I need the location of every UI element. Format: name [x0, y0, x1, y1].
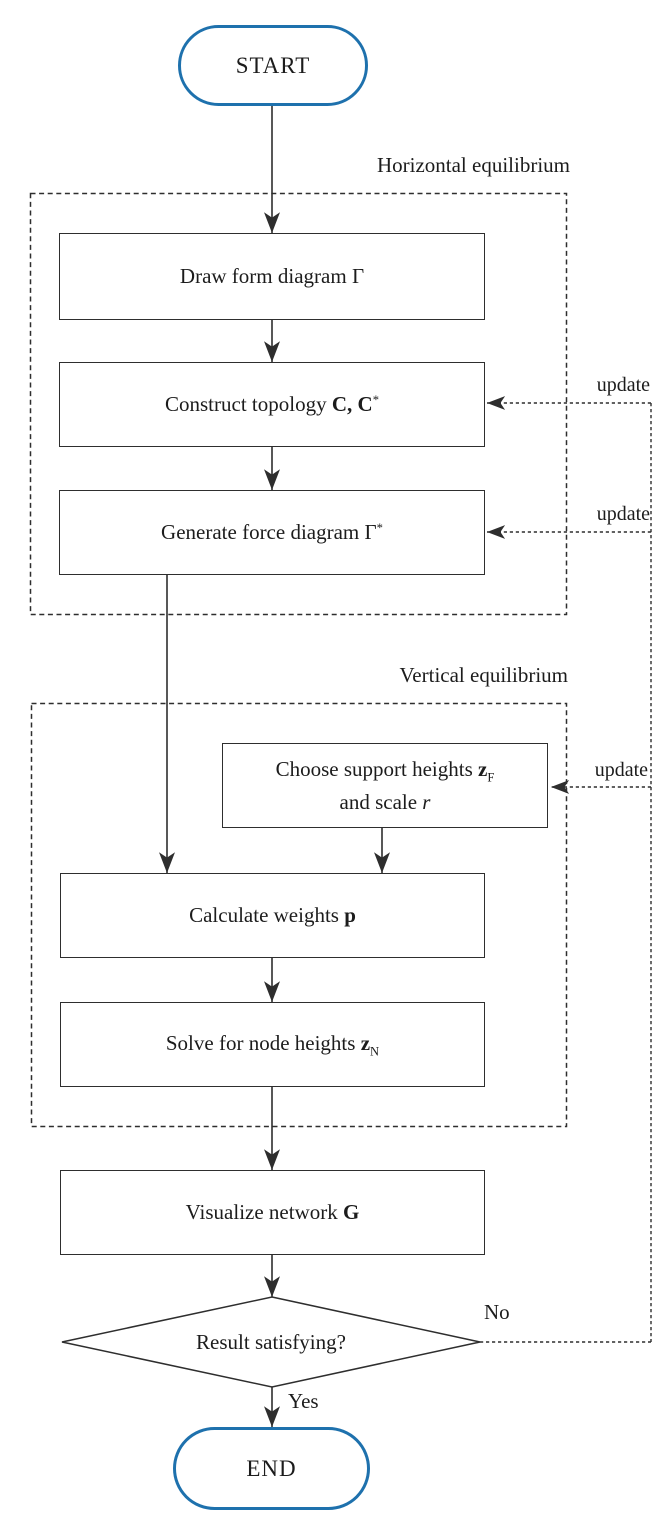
node-label: Calculate weights p [189, 903, 356, 928]
horizontal-equilibrium-label: Horizontal equilibrium [376, 153, 570, 177]
node-label: Solve for node heights zN [165, 1031, 380, 1059]
decision-diamond-shape [61, 1296, 481, 1388]
node-label: Visualize network G [185, 1200, 360, 1225]
update-label-2: update [596, 503, 650, 525]
start-node: START [178, 25, 368, 106]
node-calculate-weights: Calculate weights p [60, 873, 485, 958]
node-label: Choose support heights zF and scale r [275, 756, 495, 814]
node-solve-node-heights: Solve for node heights zN [60, 1002, 485, 1087]
node-label: Construct topology C, C* [165, 392, 379, 417]
yes-label: Yes [288, 1389, 319, 1413]
no-label: No [484, 1300, 510, 1324]
node-label: Generate force diagram Γ* [161, 520, 383, 545]
node-generate-force-diagram: Generate force diagram Γ* [59, 490, 485, 575]
node-label: Draw form diagram Γ [179, 264, 365, 289]
update-label-3: update [594, 759, 648, 781]
decision-question: Result satisfying? [196, 1329, 346, 1354]
decision-label: Result satisfying? [62, 1299, 480, 1385]
update-label-1: update [596, 374, 650, 396]
vertical-equilibrium-container [30, 702, 568, 1128]
node-choose-support-heights: Choose support heights zF and scale r [222, 743, 548, 828]
node-visualize-network: Visualize network G [60, 1170, 485, 1255]
node-construct-topology: Construct topology C, C* [59, 362, 485, 447]
vertical-equilibrium-label: Vertical equilibrium [399, 663, 568, 687]
horizontal-equilibrium-container [29, 192, 568, 616]
start-label: START [235, 52, 311, 78]
end-node: END [173, 1427, 370, 1510]
end-label: END [246, 1455, 297, 1481]
node-draw-form-diagram: Draw form diagram Γ [59, 233, 485, 320]
